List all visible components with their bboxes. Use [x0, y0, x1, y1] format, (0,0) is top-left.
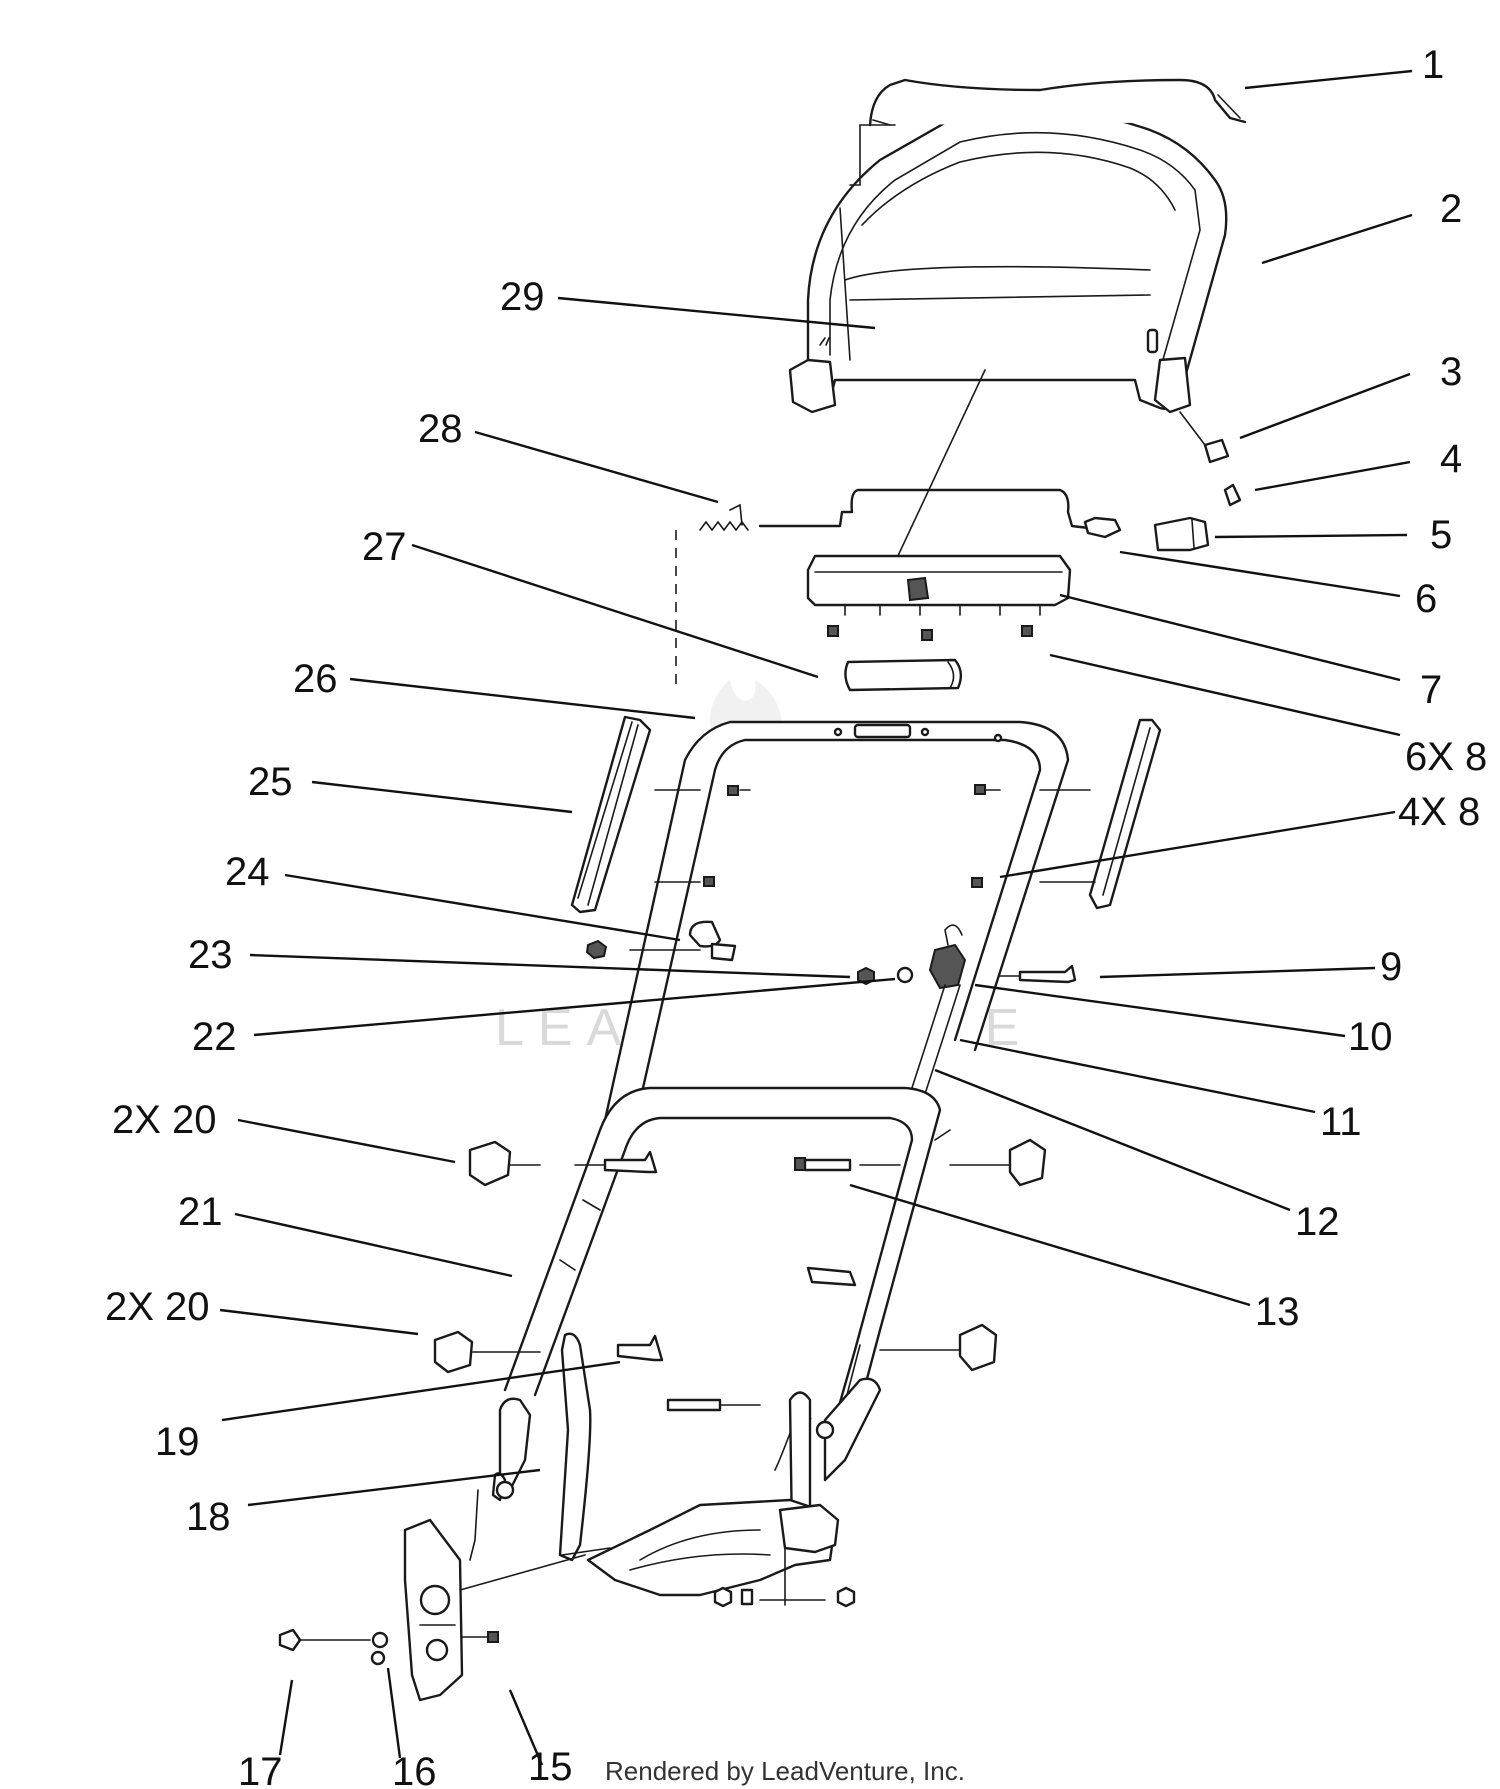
- part-5-sleeve: [1153, 516, 1210, 552]
- crossbar-part-7: [806, 554, 1072, 641]
- knob-part-20-lower-left: [433, 1330, 541, 1374]
- deck-bracket: [586, 1498, 856, 1608]
- callout-4: 4: [1440, 437, 1462, 481]
- bail-bracket-line: [849, 124, 896, 186]
- control-rod-part-6: [758, 488, 1122, 539]
- rod-part-18: [558, 1332, 812, 1562]
- callout-27: 27: [362, 525, 407, 569]
- part-3-guide: [1179, 411, 1206, 446]
- callout-3: 3: [1440, 350, 1462, 394]
- knob-part-20-upper-right: [949, 1138, 1047, 1187]
- handle-end-left: [491, 1397, 532, 1502]
- callout-28: 28: [418, 407, 463, 451]
- callout-2: 2: [1440, 187, 1462, 231]
- callout-29: 29: [500, 275, 545, 319]
- bolt-upper-left: [574, 1150, 658, 1174]
- bail-part-1: [868, 78, 1247, 127]
- leader-lines: [219, 69, 1413, 1766]
- part-3-plate: [1203, 438, 1230, 464]
- cable-clip-part-24: [585, 920, 737, 962]
- callout-24: 24: [225, 850, 270, 894]
- render-credit: Rendered by LeadVenture, Inc.: [605, 1756, 965, 1786]
- callout-26: 26: [293, 657, 338, 701]
- callout-5: 5: [1430, 513, 1452, 557]
- spring-part-28: [675, 503, 749, 690]
- callout-15: 15: [528, 1745, 573, 1789]
- callout-6: 6: [1415, 577, 1437, 621]
- upper-handle-assembly: [788, 108, 1228, 414]
- screw-set-4x8: [654, 784, 1096, 888]
- callout-22: 22: [192, 1015, 237, 1059]
- callout-12: 12: [1295, 1200, 1340, 1244]
- foam-grip-part-27: [844, 658, 963, 692]
- callout-9: 9: [1380, 945, 1402, 989]
- callout-6x8: 6X 8: [1405, 735, 1487, 779]
- knob-part-20-upper-left: [468, 1140, 541, 1187]
- callout-21: 21: [178, 1190, 223, 1234]
- bracket-plate: [403, 1489, 586, 1702]
- callout-23: 23: [188, 933, 233, 977]
- callout-labels: 1 2 3 4 5 6 7 6X 8 4X 8 9 10 11 12 13 15…: [105, 43, 1487, 1789]
- leader-rod-to-handle: [881, 369, 986, 591]
- callout-7: 7: [1420, 668, 1442, 712]
- callout-4x8: 4X 8: [1398, 790, 1480, 834]
- cable-housing-part-10: [928, 924, 967, 990]
- callout-11: 11: [1320, 1100, 1362, 1144]
- screw-part-9: [999, 964, 1077, 984]
- bolt-part-19: [616, 1334, 664, 1362]
- handle-end-right: [815, 1377, 882, 1482]
- callout-2x20-lower: 2X 20: [105, 1285, 210, 1329]
- callout-16: 16: [392, 1750, 437, 1789]
- bolt-lower-right: [666, 1398, 761, 1412]
- callout-2x20-upper: 2X 20: [112, 1098, 217, 1142]
- bolt-upper-right: [794, 1157, 901, 1172]
- callout-13: 13: [1255, 1290, 1300, 1334]
- callout-17: 17: [238, 1750, 283, 1789]
- hardware-part-15-16-17: [278, 1628, 499, 1666]
- knob-part-20-lower-right: [879, 1323, 998, 1372]
- side-trim-part-25-right: [1088, 718, 1162, 910]
- callout-1: 1: [1422, 43, 1444, 87]
- callout-18: 18: [186, 1495, 231, 1539]
- callout-25: 25: [248, 760, 293, 804]
- side-trim-part-25-left: [570, 715, 652, 914]
- callout-10: 10: [1348, 1015, 1393, 1059]
- part-4-screw: [1223, 483, 1242, 507]
- callout-19: 19: [155, 1420, 200, 1464]
